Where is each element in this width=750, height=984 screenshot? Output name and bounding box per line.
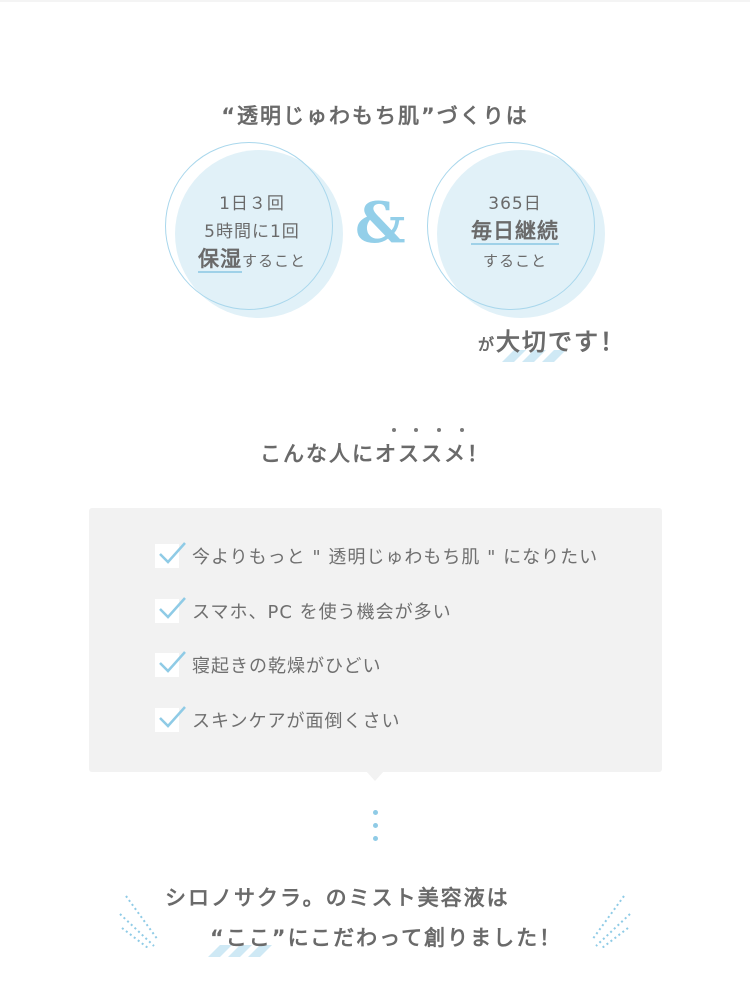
ampersand: &	[355, 190, 406, 256]
circle-emphasis: 保湿	[197, 246, 242, 273]
emphasis-dots	[388, 428, 468, 436]
circle-moisturize: 1日３回 5時間に1回 保湿すること	[165, 142, 345, 322]
check-icon	[155, 542, 186, 568]
check-icon	[155, 706, 186, 732]
brush-stroke	[208, 945, 272, 957]
circle-line-1: 1日３回	[219, 193, 285, 214]
closing-line-1: シロノサクラ。のミスト美容液は	[165, 886, 510, 910]
checklist-label: 寝起きの乾燥がひどい	[192, 656, 382, 677]
check-icon	[155, 651, 186, 677]
circle-line-2: 毎日継続	[471, 218, 559, 247]
sparkle-lines-left	[119, 895, 159, 948]
top-divider	[0, 0, 750, 2]
circle-emphasis: 毎日継続	[471, 218, 559, 245]
circle-line-3: 保湿すること	[197, 246, 306, 275]
circle-ring	[165, 142, 333, 310]
checklist-item: スマホ、PC を使う機会が多い	[155, 597, 452, 625]
closing-line-2: “ここ”にこだわって創りました！	[210, 926, 563, 950]
circle-line-2: 5時間に1回	[204, 221, 300, 242]
important-particle: が	[478, 335, 497, 354]
important-main: 大切です！	[496, 328, 627, 356]
checklist-label: スキンケアが面倒くさい	[192, 711, 401, 732]
checklist-label: スマホ、PC を使う機会が多い	[192, 602, 452, 623]
checklist-item: 寝起きの乾燥がひどい	[155, 651, 381, 679]
circle-continue: 365日 毎日継続 すること	[427, 142, 607, 322]
vertical-dots	[373, 810, 379, 842]
circle-line-3: すること	[482, 251, 547, 270]
recommend-title: こんな人にオススメ！	[260, 442, 490, 466]
check-icon	[155, 597, 186, 623]
important-text: が大切です！	[478, 322, 626, 357]
circle-line-1: 365日	[488, 193, 542, 214]
brush-stroke	[502, 350, 566, 362]
checklist-item: 今よりもっと " 透明じゅわもち肌 " になりたい	[155, 542, 598, 570]
checklist-label: 今よりもっと " 透明じゅわもち肌 " になりたい	[192, 547, 599, 568]
checklist-item: スキンケアが面倒くさい	[155, 706, 400, 734]
circle-suffix: すること	[241, 251, 306, 270]
circle-ring	[427, 142, 595, 310]
circle-text: 365日 毎日継続 すること	[427, 142, 607, 322]
sparkle-lines-right	[591, 895, 631, 948]
panel-pointer	[366, 771, 384, 781]
headline: “透明じゅわもち肌”づくりは	[221, 104, 529, 128]
checklist-panel	[89, 508, 662, 772]
circle-text: 1日３回 5時間に1回 保湿すること	[165, 142, 345, 322]
